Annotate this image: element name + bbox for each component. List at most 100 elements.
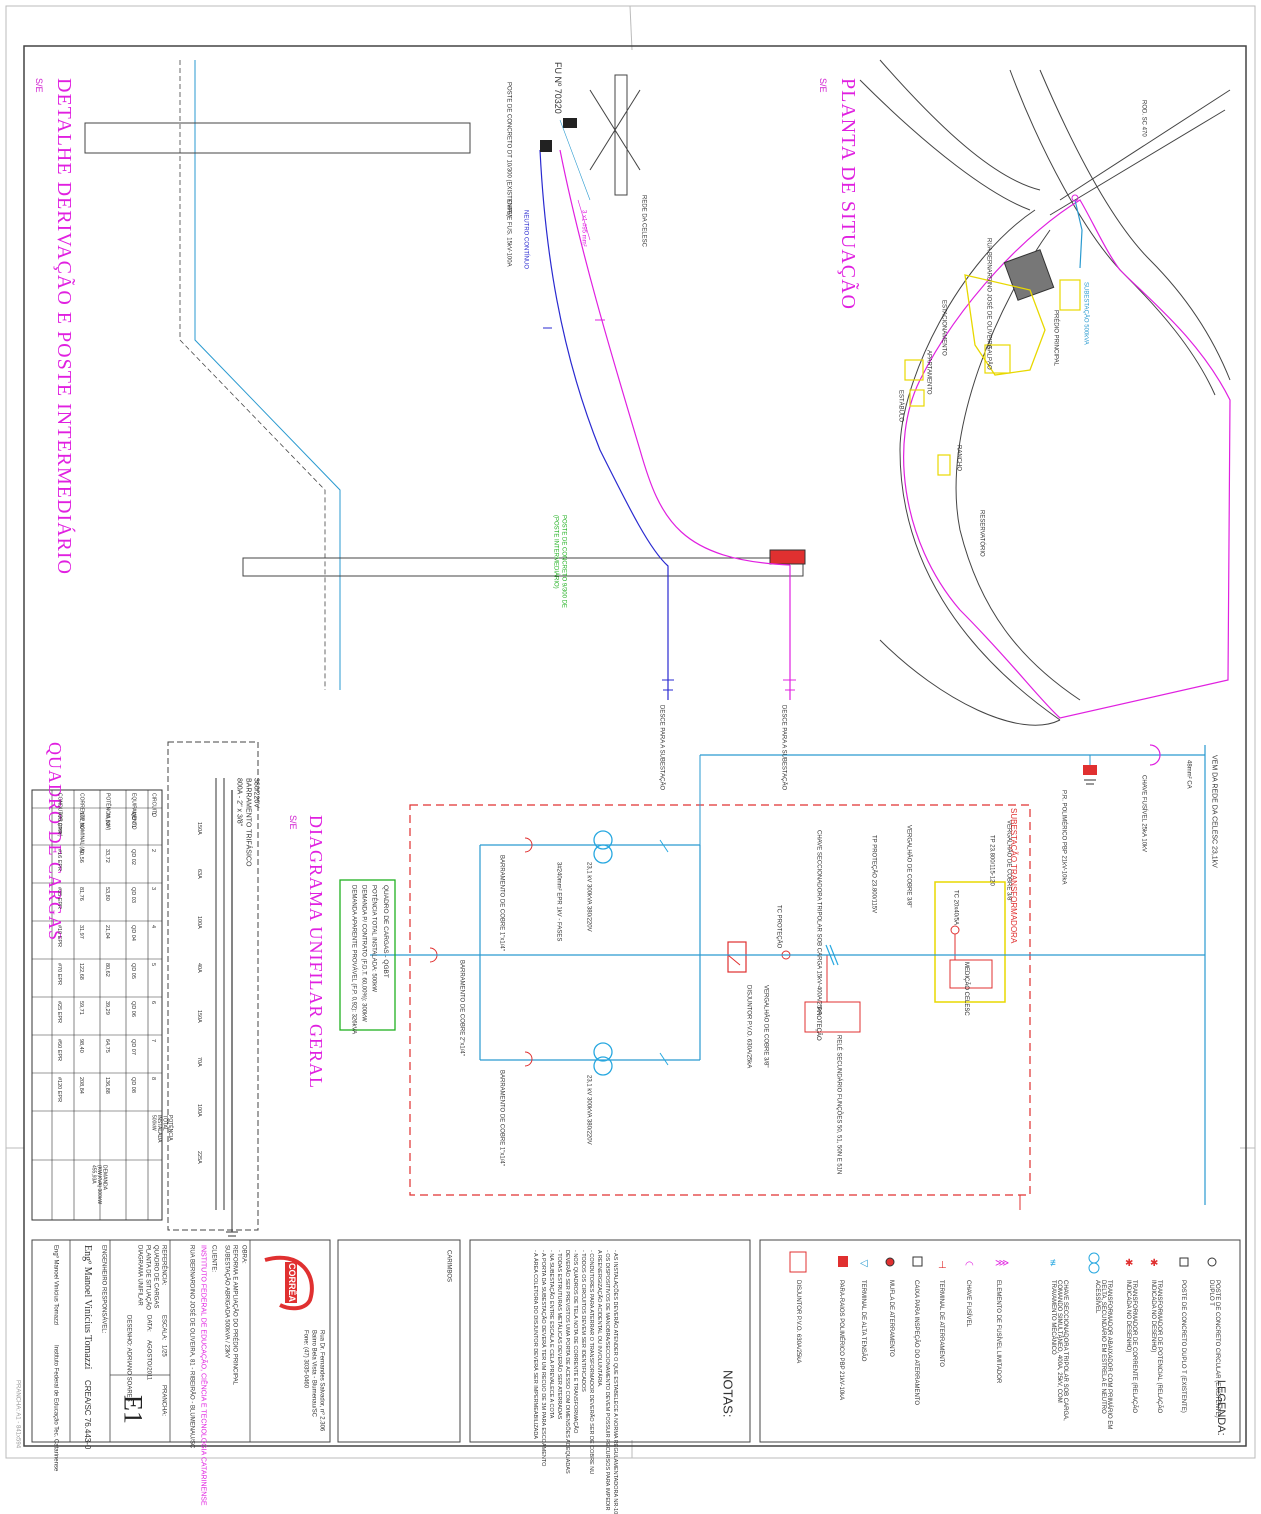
- note-line: DEVERÃO SER PREVISTOS UMA PORTA DE ACESS…: [564, 1250, 570, 1474]
- escala-value: 1/25: [160, 1345, 167, 1357]
- desenho-value: DESENHO: ADRIANO SOARES: [125, 1315, 132, 1402]
- note-line: - A PORTA DA SUBESTAÇÃO DEVERÁ TER UM RE…: [540, 1250, 546, 1467]
- breaker-label: 225A: [196, 1151, 203, 1164]
- legend-item: DISJUNTOR P.V.O. 630A/25kA: [795, 1280, 801, 1364]
- table-cell: #120 EPR: [56, 1077, 63, 1103]
- note-line: - NOS QUADROS DE TELA NOTA DE CORRENTE E…: [572, 1250, 578, 1434]
- note-line: A REENERGIZAÇÃO ACIDENTAL OU INVOLUNTÁRI…: [596, 1250, 602, 1388]
- table-cell: 39,29: [104, 1001, 111, 1015]
- endereco-value: RUA BERNARDINO JOSÉ DE OLIVEIRA, 81 - RI…: [188, 1245, 195, 1449]
- note-line: - CONDUTORES PARA ATERRAR O TRANSFORMADO…: [588, 1250, 594, 1475]
- scale-planta-situacao: S/E: [818, 78, 828, 93]
- ref-2: PLANTA DE SITUAÇÃO: [144, 1245, 151, 1310]
- prancha-value: E1: [118, 1395, 148, 1424]
- table-cell: 64,75: [104, 1039, 111, 1053]
- title-quadro-cargas: QUADRO DE CARGAS: [45, 742, 65, 942]
- label-barramento: BARRAMENTO TRIFÁSICO: [244, 778, 252, 867]
- load-table-diagram: [31, 741, 259, 1237]
- label-medicao: MEDIÇÃO CELESC: [963, 962, 969, 1016]
- note-line: - NA SUBESTAÇÃO ENTRE ESCALA E CELA PREV…: [548, 1250, 554, 1419]
- table-cell: 2: [150, 849, 157, 853]
- transformer-right: [593, 1042, 613, 1076]
- label-cabo-fase: 3 x1 #95 mm²: [580, 210, 587, 247]
- table-cell: QD 05: [130, 963, 137, 979]
- legend-item: ELEMENTO DE FUSÍVEL LIMITADOR: [995, 1280, 1001, 1384]
- table-cell: #70 EPR: [56, 963, 63, 986]
- table-cell: 122,68: [78, 963, 85, 980]
- table-cell: #35 EPR: [56, 887, 63, 910]
- label-tp: TP 23.800/115-120: [988, 835, 995, 886]
- table-cell: QD 04: [130, 925, 137, 941]
- qgbt-box: [339, 879, 396, 1031]
- table-header-potencia: POTÊNCIA (kW): [104, 793, 111, 831]
- table-cell: 70,82: [104, 812, 111, 826]
- derivation-detail: [84, 60, 806, 700]
- label-tc-protecao: TC PROTEÇÃO: [775, 905, 782, 949]
- address-line1: Rua Dr. Fernandes Salvador, nº 2.306: [318, 1330, 325, 1432]
- label-road: ROD. SC 470: [1140, 100, 1147, 137]
- label-subestacao: SUBESTAÇÃO TRANSFORMADORA: [1008, 808, 1018, 944]
- label-poste-intermediario-note: (POSTE INTERMEDIÁRIO): [552, 515, 559, 589]
- table-cell: QD 07: [130, 1039, 137, 1055]
- legend-title: LEGENDA:: [1215, 1380, 1228, 1436]
- legend-item: POSTE DE CONCRETO CIRCULAR (EXISTENTE) D…: [1208, 1280, 1220, 1418]
- label-street: RUA BERNARDINO JOSÉ DE OLIVEIRA: [985, 238, 992, 349]
- load-table-frame: [31, 789, 163, 1221]
- label-estacionamento: ESTACIONAMENTO: [940, 300, 947, 356]
- engenheiro-value: Engº Manoel Vinícius Tomazzi: [82, 1245, 93, 1370]
- legend-item: PARA-RAIOS POLIMÉRICO PBP 21kV-10kA: [838, 1280, 844, 1401]
- label-vergalhao-3: VERGALHÃO DE COBRE 3/8": [762, 985, 769, 1068]
- phone: Fone: (47) 3035-0460: [302, 1330, 309, 1389]
- escala-label: ESCALA:: [160, 1315, 167, 1341]
- ref-1: QUADRO DE CARGAS: [152, 1245, 159, 1309]
- notes-frame: [469, 1239, 751, 1443]
- table-cell: 53,80: [104, 887, 111, 901]
- scale-detalhe-derivacao: S/E: [34, 78, 44, 93]
- table-cell: 7: [150, 1039, 157, 1043]
- single-line-diagram: [339, 744, 1206, 1210]
- engenheiro-label: ENGENHEIRO RESPONSÁVEL:: [100, 1245, 107, 1334]
- pole-intermediate-shape: [242, 557, 804, 577]
- legend-item: CHAVE FUSÍVEL: [965, 1280, 971, 1327]
- crossarm-intermediate: [769, 549, 806, 565]
- fold-mark-top: [629, 5, 633, 51]
- legend-item: CHAVE SECCIONADORA TRIPOLAR SOB CARGA, C…: [1050, 1280, 1068, 1421]
- label-reservatorio: RESERVATÓRIO: [978, 510, 985, 557]
- breaker-label: 150A: [196, 822, 203, 835]
- obra-value-2: SUBESTAÇÃO ABRIGADA 500kVA / 23kV: [223, 1245, 230, 1359]
- svg-text:⊥: ⊥: [938, 1260, 947, 1271]
- title-planta-situacao: PLANTA DE SITUAÇÃO: [837, 78, 859, 310]
- label-chave-unifilar: CHAVE FUSÍVEL 25kA 10kV: [1140, 775, 1147, 853]
- notes-lines: - AS INSTALAÇÕES DEVERÃO ATENDER O QUE E…: [530, 1250, 618, 1514]
- ref-3: DIAGRAMA UNIFILAR: [136, 1245, 143, 1306]
- table-cell: 80,62: [104, 963, 111, 977]
- scale-diagrama-unifilar: S/E: [288, 815, 298, 830]
- legend-item: MUFLA DE ATERRAMENTO: [888, 1280, 894, 1357]
- svg-text:≢: ≢: [1050, 1258, 1060, 1269]
- note-line: - OS DISPOSITIVOS DE MANOBRA/SECCIONAMEN…: [604, 1250, 610, 1511]
- table-cell: 4: [150, 925, 157, 929]
- table-total: DEMANDA (KW,KVA) 300kW 455,93A: [90, 1165, 108, 1205]
- note-line: - TODAS ESTRUTURAS METÁLICAS DEVERÃO SER…: [556, 1250, 562, 1420]
- legend-symbols: ✱ ✱ ≢ ⋙ ◠ ⊥ ◁: [789, 1251, 1217, 1274]
- title-diagrama-unifilar: DIAGRAMA UNIFILAR GERAL: [306, 815, 326, 1089]
- table-cell: 81,76: [78, 887, 85, 901]
- label-subestacao-site: SUBESTAÇÃO 500kVA: [1082, 282, 1089, 345]
- label-predio: PRÉDIO PRINCIPAL: [1052, 310, 1059, 366]
- company-logo-swoosh: [264, 1255, 314, 1311]
- predio-principal-shape: [1003, 249, 1055, 301]
- legend-item: TRANSFORMADOR DE CORRENTE (RELAÇÃO INDIC…: [1125, 1280, 1137, 1414]
- table-cell: 98,40: [78, 1039, 85, 1053]
- label-vem-rede: VEM DA REDE DA CELESC 23,1kV: [1210, 755, 1218, 868]
- prancha-label: PRANCHA:: [160, 1385, 167, 1417]
- table-cell: QD 02: [130, 849, 137, 865]
- notes-title: NOTAS:: [720, 1370, 736, 1418]
- label-fu: FU Nº 70320: [552, 62, 563, 114]
- label-barra-left: BARRAMENTO DE COBRE 1"x1/4": [498, 855, 505, 951]
- legend-item: CAIXA PARA INSPEÇÃO DO ATERRAMENTO: [913, 1280, 919, 1406]
- site-plan: [859, 59, 1231, 726]
- drawing-frame: [23, 45, 1247, 1447]
- table-total: POTÊNCIA TOTAL INSTALADA 500kW: [150, 1115, 174, 1143]
- legend-item: POSTE DE CONCRETO DUPLO T (EXISTENTE): [1180, 1280, 1186, 1413]
- carimbos-label: CARIMBOS: [445, 1250, 452, 1283]
